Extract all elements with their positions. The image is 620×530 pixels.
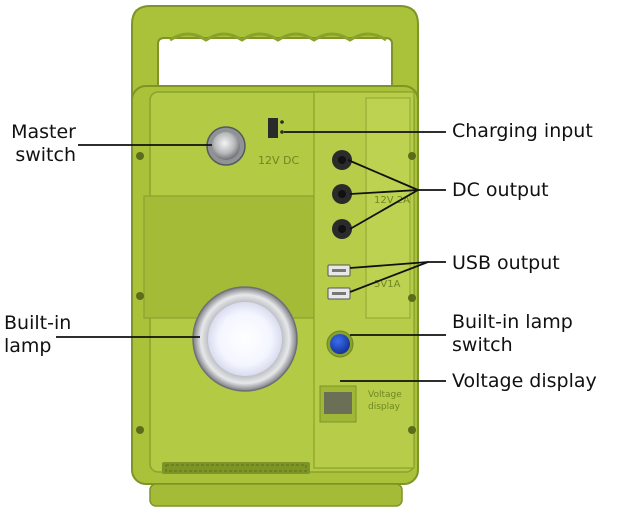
callout-voltage-display-line1: Voltage display: [452, 370, 597, 393]
master-switch[interactable]: [207, 127, 245, 165]
callout-built-in-lamp-line2: lamp: [4, 335, 71, 358]
dc-output-ports[interactable]: [332, 150, 352, 239]
voltage-display-marking-2: display: [368, 402, 401, 412]
callout-built-in-lamp-switch: Built-in lamp switch: [452, 311, 573, 357]
callout-charging-input-line1: Charging input: [452, 120, 593, 143]
voltage-display: [320, 386, 356, 422]
charging-rating-marking: 12V DC: [258, 154, 299, 167]
callout-built-in-lamp-line1: Built-in: [4, 312, 71, 335]
callout-usb-output-line1: USB output: [452, 252, 560, 275]
callout-dc-output: DC output: [452, 179, 549, 202]
callout-built-in-lamp-switch-line1: Built-in lamp: [452, 311, 573, 334]
callout-master-switch-line2: switch: [8, 144, 76, 167]
callout-built-in-lamp: Built-in lamp: [4, 312, 71, 358]
callout-dc-output-line1: DC output: [452, 179, 549, 202]
callout-master-switch: Master switch: [8, 121, 76, 167]
callout-master-switch-line1: Master: [8, 121, 76, 144]
callout-usb-output: USB output: [452, 252, 560, 275]
callout-charging-input: Charging input: [452, 120, 593, 143]
built-in-lamp-switch[interactable]: [327, 331, 353, 357]
voltage-display-marking-1: Voltage: [368, 390, 402, 400]
built-in-lamp: [193, 287, 297, 391]
callout-voltage-display: Voltage display: [452, 370, 597, 393]
callout-built-in-lamp-switch-line2: switch: [452, 334, 573, 357]
